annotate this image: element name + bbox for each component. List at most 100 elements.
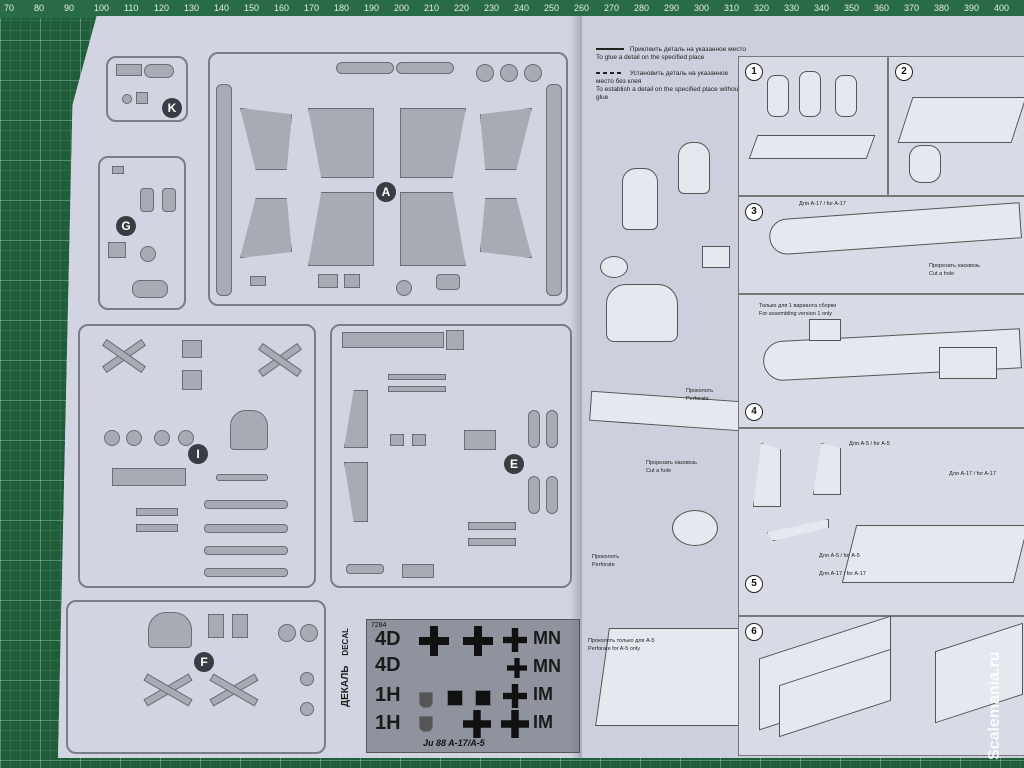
decal-sheet: 7284 4D 4D 1H 1H MN MN IM IM Ju 88 A-17/… — [366, 619, 580, 753]
small-part — [436, 274, 460, 290]
decal-code-left: 1H — [375, 684, 401, 706]
ruler-mark: 330 — [784, 3, 800, 13]
wing-lower — [308, 192, 374, 266]
bomb — [204, 524, 288, 533]
sprue-label: K — [162, 98, 182, 118]
balkenkreuz-icon — [463, 626, 493, 656]
sprue-part — [388, 386, 446, 392]
sprue-part — [388, 374, 446, 380]
ruler-mark: 250 — [544, 3, 560, 13]
small-part — [344, 274, 360, 288]
arrow-icon — [596, 48, 624, 51]
gear-wheel — [104, 430, 120, 446]
rudder — [753, 443, 781, 507]
sprue-k: K — [106, 56, 188, 122]
stabilizer — [240, 198, 292, 258]
decal-code-right: MN — [533, 628, 561, 648]
decal-code-right: IM — [533, 684, 553, 704]
step-1: 1 — [738, 56, 888, 196]
ruler-mark: 200 — [394, 3, 410, 13]
wheel — [476, 64, 494, 82]
sprue-part — [468, 522, 516, 530]
a5-label: Для A-5 / for A-5 — [849, 441, 890, 447]
sprue-e: E — [330, 324, 572, 588]
dashed-arrow-icon — [596, 72, 624, 75]
decal-code-right: IM — [533, 712, 553, 732]
ruler-mark: 370 — [904, 3, 920, 13]
gear-wheel — [154, 430, 170, 446]
stabilizer — [240, 108, 292, 170]
perforate-label-en: Perforate — [686, 396, 709, 402]
instructions-page: Приклеить деталь на указанное место To g… — [582, 16, 1024, 758]
ruler-mark: 170 — [304, 3, 320, 13]
decal-code: 7284 — [371, 622, 387, 629]
ruler-mark: 390 — [964, 3, 980, 13]
sprue-part — [136, 92, 148, 104]
sprue-part — [412, 434, 426, 446]
sprue-part — [132, 280, 168, 298]
sprue-part — [116, 64, 142, 76]
cut-label-en: Cut a hole — [929, 271, 955, 277]
watermark-text: Scalemania.ru — [986, 651, 1003, 761]
gear-wheel — [178, 430, 194, 446]
rudder — [344, 462, 368, 522]
ruler-mark: 350 — [844, 3, 860, 13]
ruler-mark: 90 — [64, 3, 75, 13]
wheel — [500, 64, 518, 82]
legend-glue-ru: Приклеить деталь на указанное место — [629, 46, 747, 53]
canopy — [148, 612, 192, 648]
decal-code-left: 4D — [375, 654, 401, 676]
legend-noglue: Установить деталь на указанное место без… — [596, 70, 746, 102]
ruler-mark: 160 — [274, 3, 290, 13]
ruler-mark: 260 — [574, 3, 590, 13]
cockpit-assembly — [897, 97, 1024, 143]
ruler-mark: 240 — [514, 3, 530, 13]
cut-label-ru: Прорезать насквозь — [646, 460, 697, 466]
sprue-part — [182, 370, 202, 390]
sprue-part — [300, 702, 314, 716]
landing-gear — [809, 319, 841, 341]
ruler-mark: 340 — [814, 3, 830, 13]
ruler-mark: 110 — [124, 3, 139, 13]
balkenkreuz-icon — [503, 628, 527, 652]
sprue-part — [208, 614, 224, 638]
sprue-part — [464, 430, 496, 450]
sprue-part — [232, 614, 248, 638]
fuselage-half — [768, 202, 1022, 256]
step-3: 3 Прорезать насквозь Cut a hole Для A-17… — [738, 196, 1024, 294]
ruler-mark: 150 — [244, 3, 260, 13]
variant-label-en: For assembling version 1 only — [759, 311, 833, 317]
cut-label-ru: Прорезать насквозь — [929, 263, 980, 269]
ruler-mark: 190 — [364, 3, 380, 13]
wing-lower — [400, 192, 466, 266]
sprue-part — [108, 242, 126, 258]
drop-tank — [546, 476, 558, 514]
sprue-part — [140, 188, 154, 212]
sprue-part — [140, 246, 156, 262]
step-number: 5 — [745, 575, 763, 593]
step-2: 2 — [888, 56, 1024, 196]
ruler-mark: 270 — [604, 3, 620, 13]
ruler-mark: 100 — [94, 3, 110, 13]
small-part — [396, 280, 412, 296]
ruler-mark: 280 — [634, 3, 650, 13]
sprue-part — [346, 564, 384, 574]
ruler-mark: 310 — [724, 3, 740, 13]
cockpit-floor — [748, 135, 876, 159]
seat-detail — [702, 246, 730, 268]
rudder — [813, 443, 841, 495]
sprue-part — [182, 340, 202, 358]
sprue-label: G — [116, 216, 136, 236]
perforate-label-en: Perforate — [592, 562, 615, 568]
instruction-sheet: K A — [58, 16, 1024, 758]
legend-glue: Приклеить деталь на указанное место To g… — [596, 46, 746, 62]
sprue-part — [112, 166, 124, 174]
step-4: 4 Только для 1 варианта сборки For assem… — [738, 294, 1024, 428]
step-number: 6 — [745, 623, 763, 641]
fuselage-bottom — [841, 525, 1024, 583]
wing-upper — [400, 108, 466, 178]
step-number: 2 — [895, 63, 913, 81]
sprue-part — [162, 188, 176, 212]
pilot-seat — [799, 71, 821, 117]
